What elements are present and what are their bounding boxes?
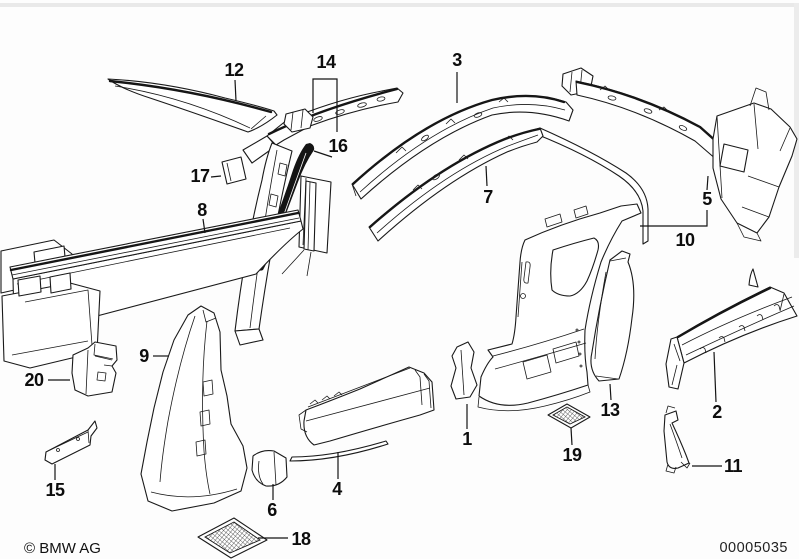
part-callout-15[interactable]: 15 (45, 480, 65, 500)
part-callout-14[interactable]: 14 (316, 52, 336, 72)
part-callout-17[interactable]: 17 (190, 166, 210, 186)
part-callout-13[interactable]: 13 (600, 400, 620, 420)
part-drawing-3 (351, 94, 574, 200)
part-drawing-13 (590, 250, 635, 382)
part-callout-20[interactable]: 20 (24, 370, 44, 390)
callout-leader-lines (48, 72, 722, 539)
part-callout-3[interactable]: 3 (452, 50, 462, 70)
part-callout-19[interactable]: 19 (562, 445, 582, 465)
part-drawing-20 (71, 341, 118, 397)
top-border-band (0, 3, 799, 7)
right-border-band (794, 3, 799, 258)
part-callout-11[interactable]: 11 (723, 456, 743, 476)
part-callout-10[interactable]: 10 (675, 230, 695, 250)
part-callout-6[interactable]: 6 (267, 500, 277, 520)
part-drawing-7 (368, 127, 649, 245)
part-callout-12[interactable]: 12 (224, 60, 244, 80)
part-drawing-11 (663, 405, 691, 474)
part-drawing-4 (289, 366, 435, 462)
part-drawing-17 (221, 156, 247, 185)
part-callout-7[interactable]: 7 (483, 187, 493, 207)
part-callout-2[interactable]: 2 (712, 402, 722, 422)
part-drawing-9 (140, 305, 248, 512)
part-callout-1[interactable]: 1 (462, 429, 472, 449)
document-number: 00005035 (719, 540, 788, 556)
part-callout-4[interactable]: 4 (332, 479, 342, 499)
part-drawing-6 (251, 450, 288, 487)
part-callout-16[interactable]: 16 (328, 136, 348, 156)
part-drawing-1 (450, 341, 478, 400)
part-callout-18[interactable]: 18 (291, 529, 311, 549)
part-callout-8[interactable]: 8 (197, 200, 207, 220)
part-drawing-8 (0, 209, 304, 369)
part-callout-9[interactable]: 9 (139, 346, 149, 366)
part-drawing-12 (107, 78, 278, 133)
copyright-text: © BMW AG (24, 540, 101, 557)
part-drawing-19 (547, 403, 591, 429)
part-drawing-quarter-inner-panel (477, 203, 642, 412)
part-drawing-15 (44, 420, 98, 465)
part-drawing-5-10 (561, 67, 798, 242)
part-callout-5[interactable]: 5 (702, 189, 712, 209)
part-drawing-18 (197, 517, 268, 559)
part-drawing-2 (665, 268, 798, 390)
